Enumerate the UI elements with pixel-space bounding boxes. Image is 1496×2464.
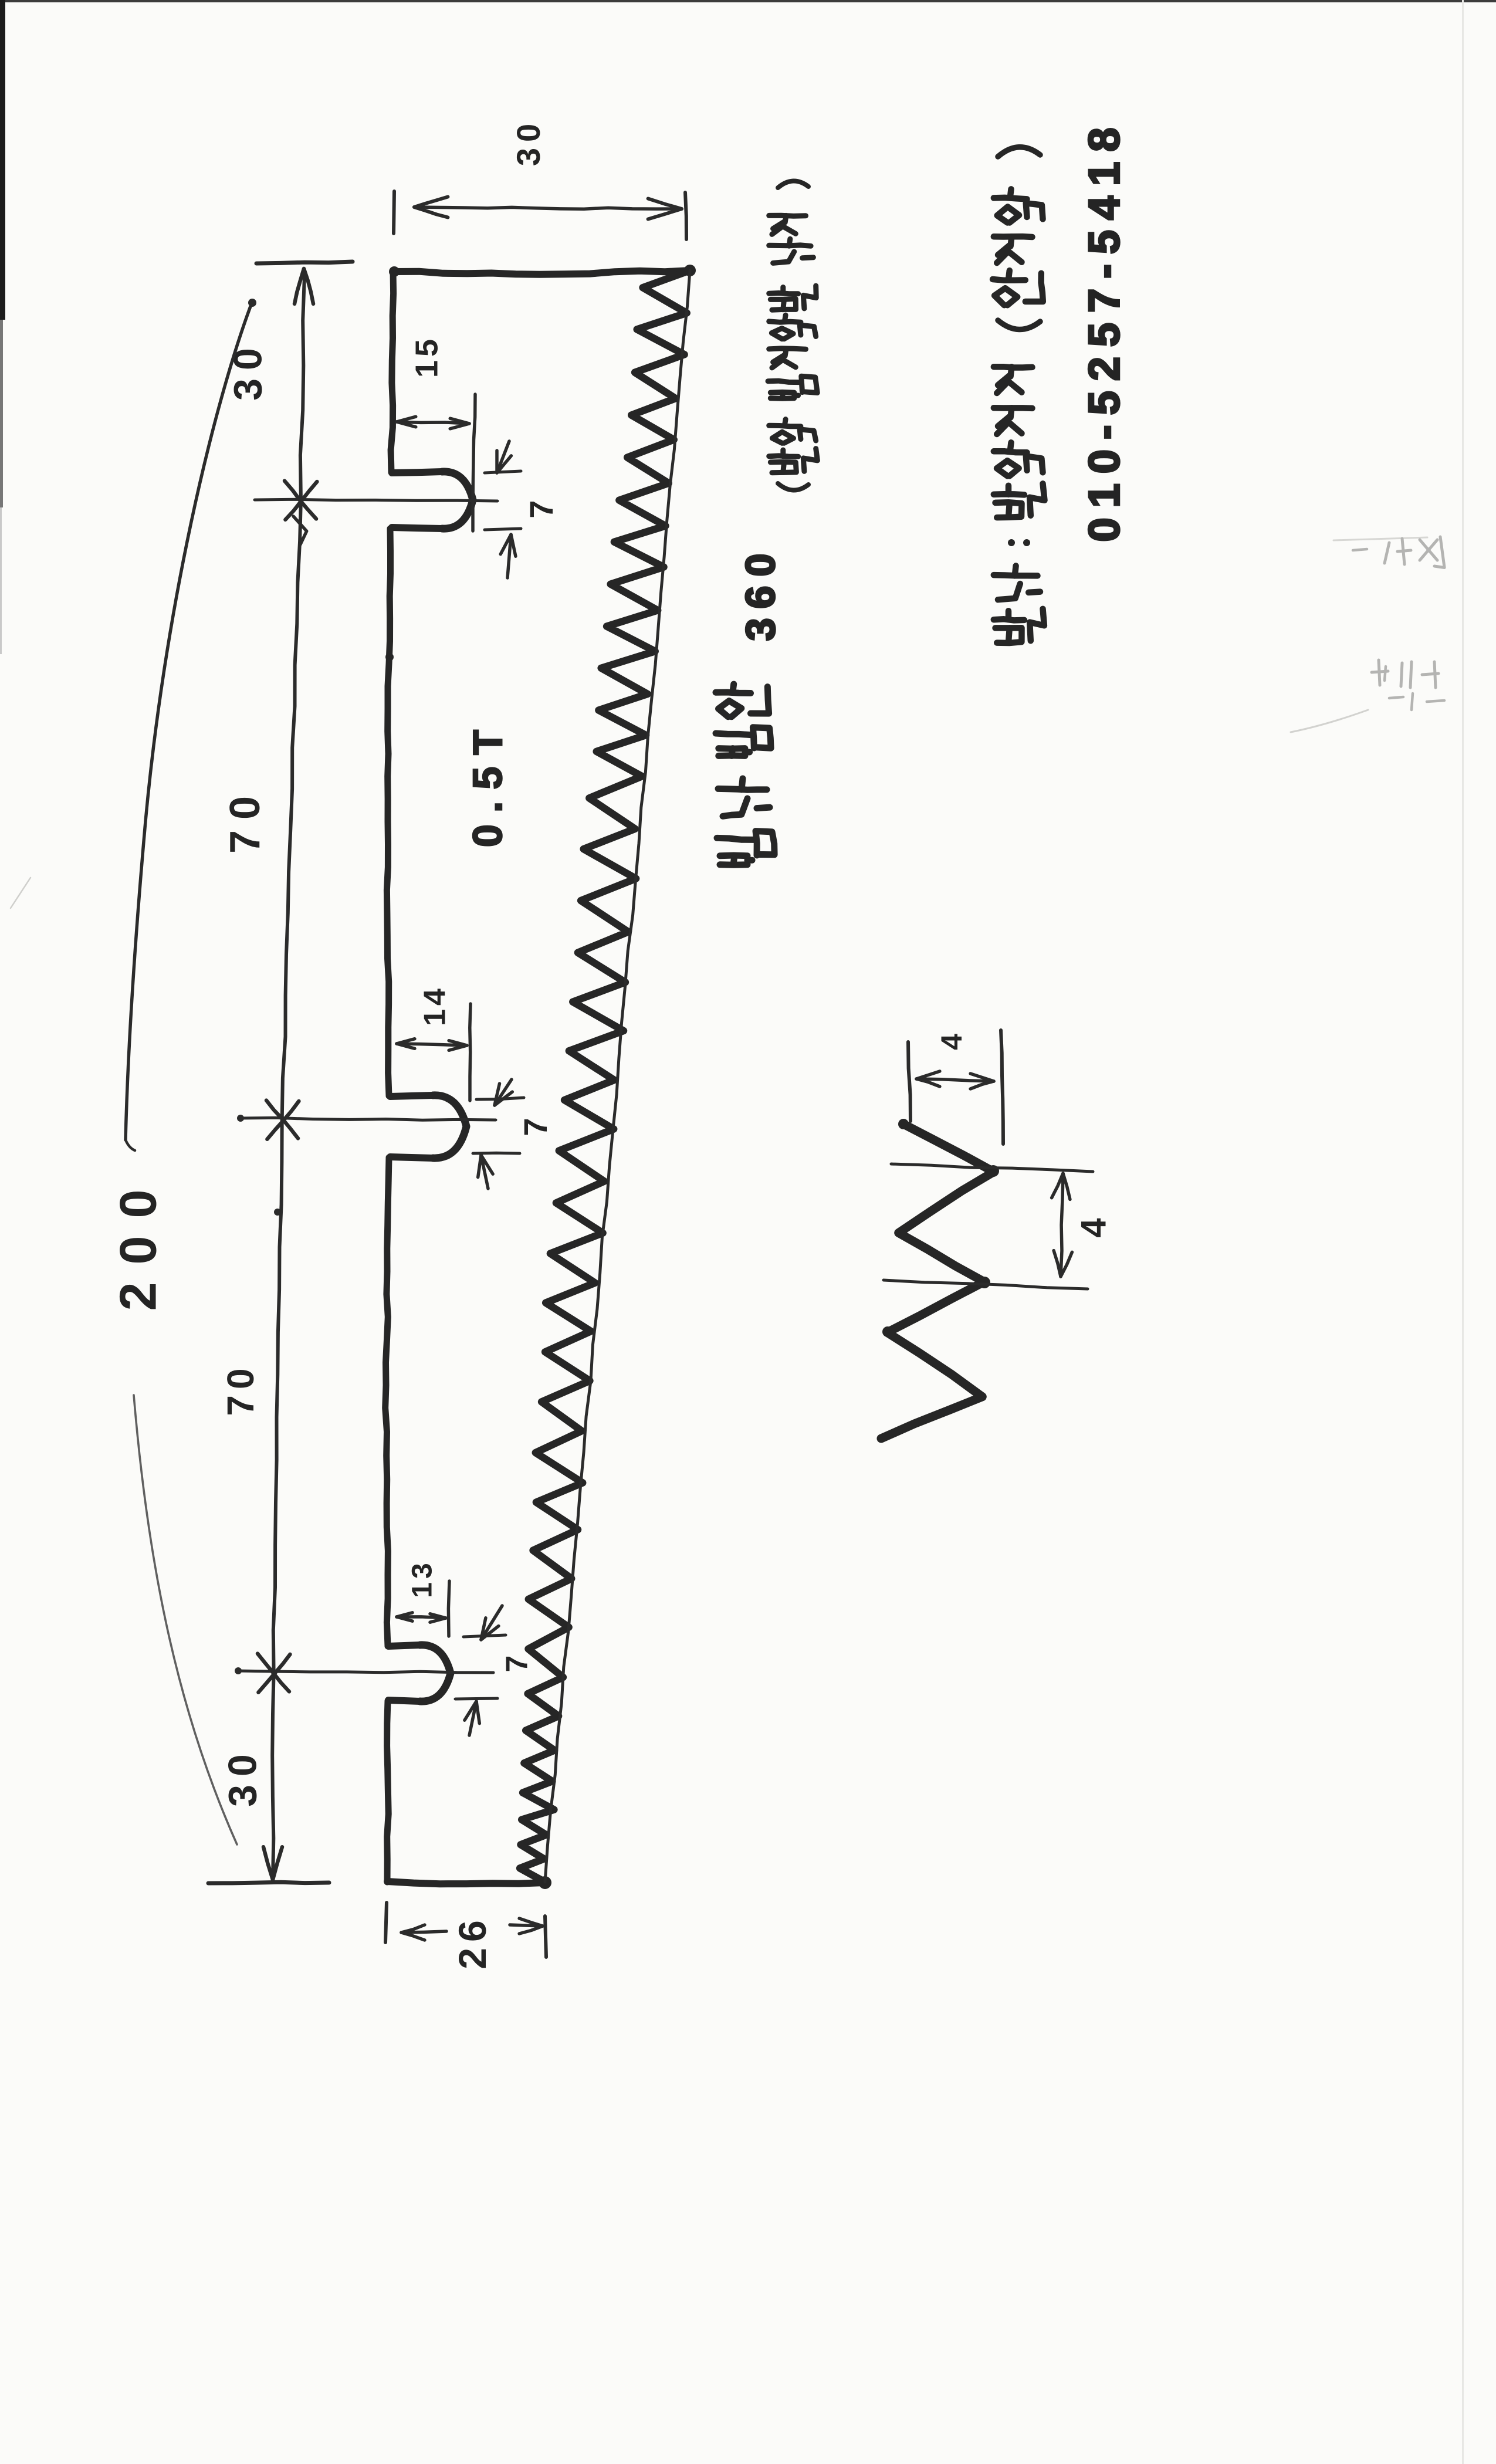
svg-text:70: 70 [222,786,269,854]
svg-text:4: 4 [935,1034,968,1050]
svg-text:360: 360 [737,544,783,641]
svg-text:13: 13 [407,1559,438,1597]
svg-text:200: 200 [109,1172,167,1311]
svg-text:0.5T: 0.5T [465,718,510,847]
svg-text:26: 26 [451,1914,494,1969]
svg-text:7: 7 [517,1118,554,1136]
svg-text:4: 4 [1074,1218,1113,1238]
svg-text:30: 30 [225,340,270,401]
svg-text:30: 30 [220,1746,265,1807]
svg-text:14: 14 [418,985,452,1026]
svg-text:15: 15 [409,336,444,378]
svg-text:70: 70 [219,1362,262,1416]
svg-text:7: 7 [500,1656,534,1673]
svg-text:7: 7 [523,500,560,518]
svg-text:30: 30 [510,118,547,166]
svg-text:010-5257-5418: 010-5257-5418 [1080,118,1129,542]
